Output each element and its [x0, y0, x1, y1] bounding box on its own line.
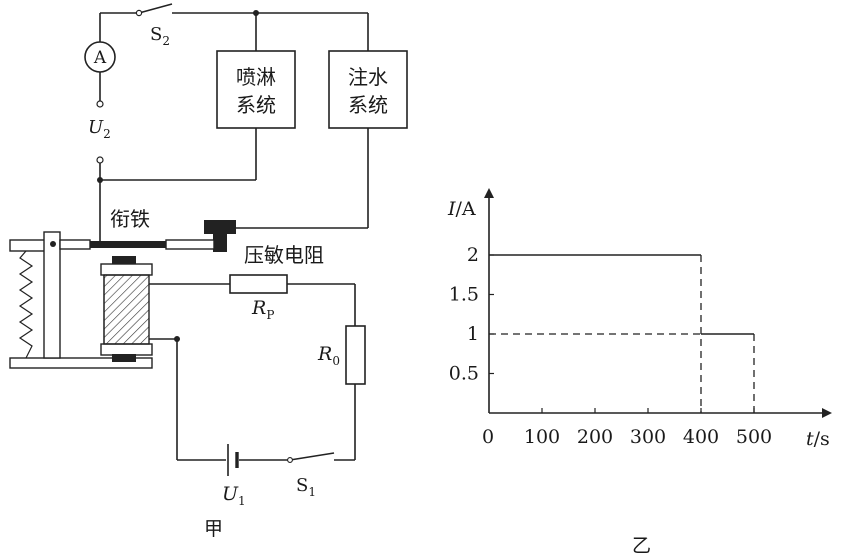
circuit-diagram: A S2 U2 喷淋 系统 注水 系统 衔铁: [9, 3, 408, 540]
water-line1: 注水: [348, 65, 388, 89]
switch-s2-label: S2: [150, 24, 170, 48]
voltage-u2-label: U2: [88, 117, 111, 141]
ammeter: A: [84, 41, 116, 73]
rp-label: RP: [251, 297, 274, 322]
y-tick-label: 1: [467, 323, 479, 345]
x-tick-label: 300: [630, 426, 666, 448]
resistor-rp: [229, 274, 288, 294]
x-axis-arrow: [822, 408, 832, 418]
armature-label: 衔铁: [110, 207, 150, 231]
x-tick-label: 400: [683, 426, 719, 448]
battery-u1: [227, 444, 239, 476]
top-wire: [99, 3, 369, 101]
sprinkler-line2: 系统: [236, 93, 276, 117]
pressure-contact: [204, 220, 236, 252]
y-tick-label: 0.5: [449, 363, 479, 385]
battery-u1-label: U1: [222, 483, 246, 508]
x-axis-title: t/s: [806, 428, 830, 450]
sprinkler-system-box: 喷淋 系统: [216, 50, 296, 129]
relay-frame: [9, 231, 153, 369]
pressure-resistor-label: 压敏电阻: [244, 243, 324, 267]
water-system-box: 注水 系统: [328, 50, 408, 129]
caption-yi: 乙: [632, 535, 651, 555]
y-tick-label: 2: [467, 244, 479, 266]
y-tick-label: 1.5: [449, 284, 479, 306]
current-time-graph: 0 100 200 300 400 500 0.5 1 1.5 2 t/s I/A 乙: [447, 188, 832, 555]
water-line2: 系统: [348, 93, 388, 117]
x-tick-label: 200: [577, 426, 613, 448]
x-tick-label: 100: [524, 426, 560, 448]
switch-s1-label: S1: [296, 475, 316, 499]
x-tick-label: 0: [482, 426, 494, 448]
caption-jia: 甲: [204, 518, 223, 540]
y-axis-arrow: [484, 188, 494, 198]
resistor-r0: [345, 325, 366, 385]
x-tick-label: 500: [736, 426, 772, 448]
ammeter-label: A: [93, 48, 107, 68]
y-axis-title: I/A: [447, 198, 476, 220]
electromagnet: [100, 256, 153, 362]
armature-lever: [59, 239, 215, 250]
sprinkler-line1: 喷淋: [236, 65, 276, 89]
r0-label: R0: [317, 343, 340, 368]
